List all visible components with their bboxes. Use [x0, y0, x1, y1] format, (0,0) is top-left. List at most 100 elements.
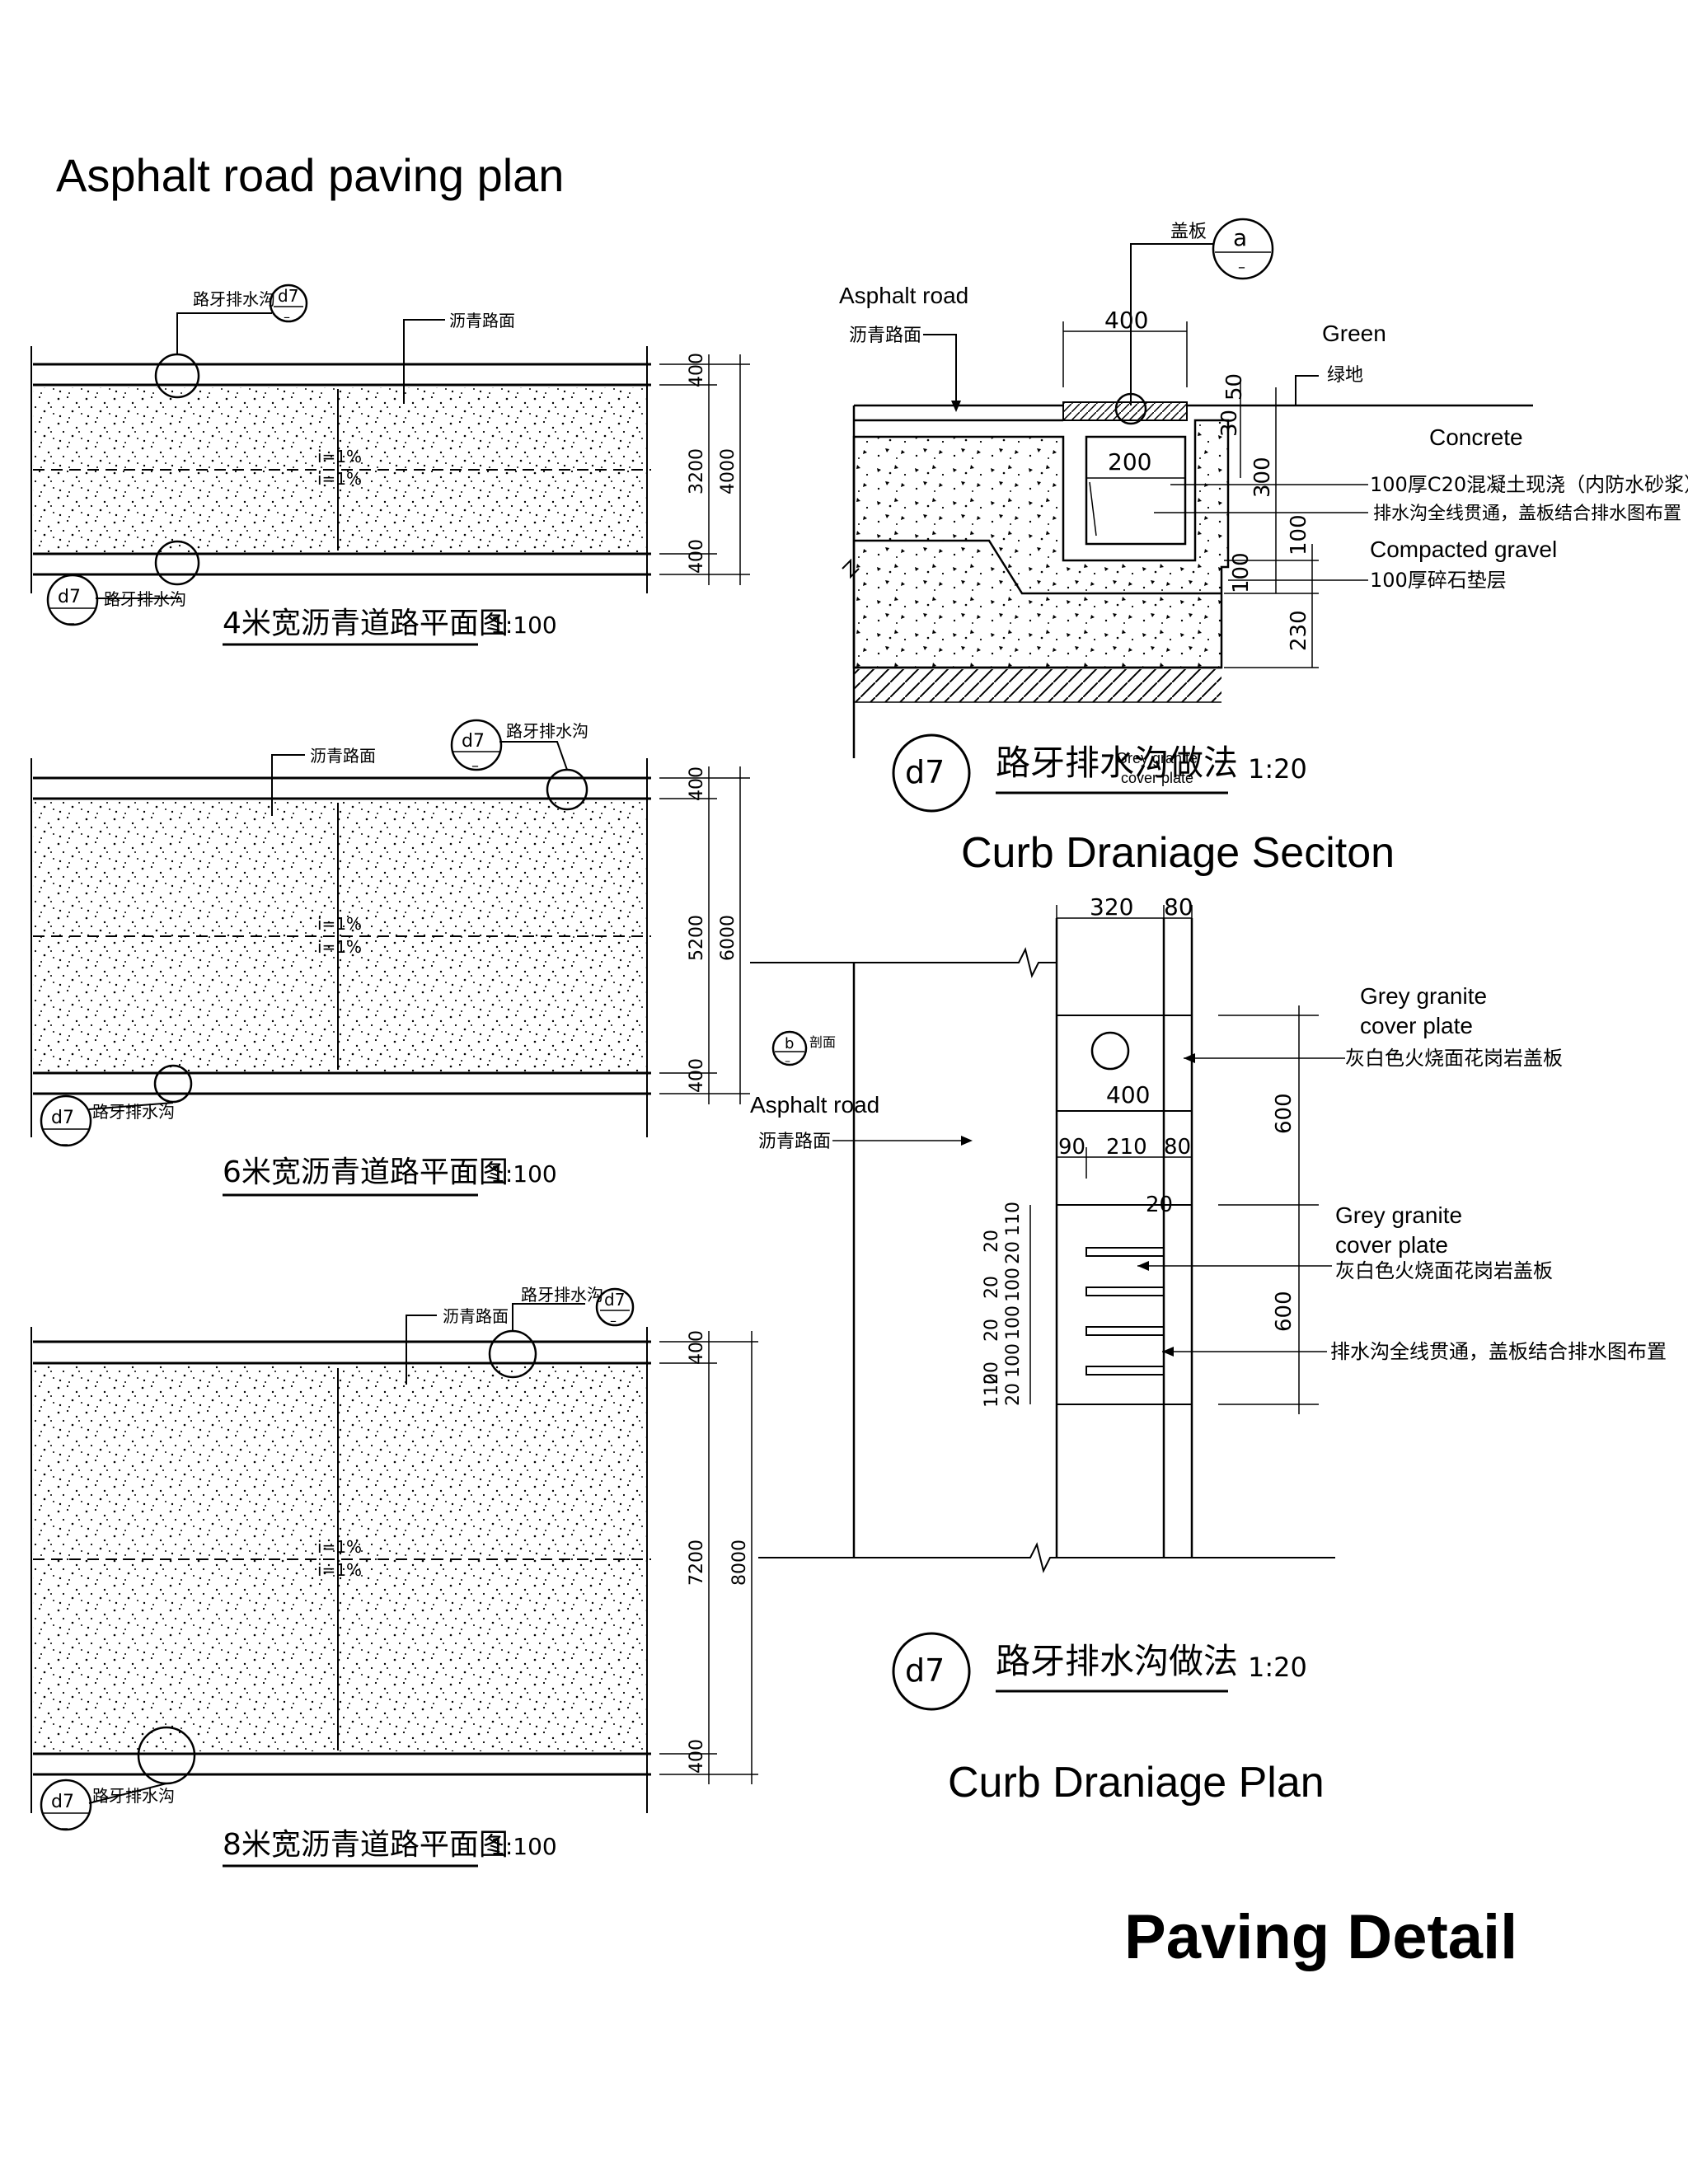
ref-tag: d7	[51, 1108, 74, 1128]
svg-text:320: 320	[1090, 893, 1133, 921]
slope-label: i=1%	[317, 469, 362, 489]
svg-text:110: 110	[982, 1373, 1002, 1408]
plan-scale: 1:100	[490, 1160, 557, 1188]
dimension-chain: 400 3200 400 4000	[659, 353, 750, 585]
green-en: Green	[1322, 321, 1386, 346]
plan-title: 8米宽沥青道路平面图	[223, 1828, 509, 1862]
svg-text:600: 600	[1272, 1291, 1296, 1332]
overlap-text: cover plate	[1121, 770, 1193, 786]
page-title: Asphalt road paving plan	[56, 149, 564, 201]
svg-text:90: 90	[1058, 1135, 1085, 1160]
granite-en: cover plate	[1335, 1232, 1448, 1258]
plan-title: 6米宽沥青道路平面图	[223, 1155, 509, 1189]
curb-cap	[1062, 401, 1188, 421]
slope-label: i=1%	[317, 1560, 362, 1580]
svg-text:–: –	[471, 757, 479, 775]
svg-text:–: –	[785, 1055, 790, 1068]
svg-text:100: 100	[1229, 552, 1254, 593]
slope-label: i=1%	[317, 914, 362, 934]
drain-label: 路牙排水沟	[104, 589, 186, 609]
svg-text:5200: 5200	[687, 915, 707, 961]
granite-en: Grey granite	[1360, 983, 1487, 1009]
gravel-en: Compacted gravel	[1370, 537, 1557, 562]
drain-label: 路牙排水沟	[506, 721, 588, 741]
svg-text:8000: 8000	[729, 1540, 750, 1586]
drain-note: 排水沟全线贯通，盖板结合排水图布置	[1330, 1340, 1667, 1363]
ref-tag: d7	[604, 1290, 625, 1310]
ref-tag: d7	[51, 1792, 74, 1812]
overlap-text: Grey granite	[1116, 750, 1198, 766]
ref-tag: d7	[58, 587, 81, 607]
slope-label: i=1%	[317, 937, 362, 957]
svg-text:7200: 7200	[687, 1540, 707, 1586]
plan-4m: i=1% i=1% 路牙排水沟 d7 – 沥青路面 d7 – 路牙排水沟 4米宽…	[30, 284, 750, 646]
svg-text:3200: 3200	[687, 448, 707, 494]
drain-label: 路牙排水沟	[521, 1285, 603, 1305]
ref-tag: d7	[278, 286, 298, 306]
ref-tag: d7	[905, 1652, 945, 1689]
plan-scale: 1:100	[490, 1833, 557, 1860]
slope-label: i=1%	[317, 1537, 362, 1557]
svg-text:20: 20	[982, 1230, 1002, 1253]
slope-label: i=1%	[317, 447, 362, 466]
drain-label: 路牙排水沟	[92, 1786, 175, 1806]
green-cn: 绿地	[1327, 365, 1363, 386]
curb-drainage-section: a – 盖板 Asphalt road 沥青路面 Green 绿地	[839, 218, 1688, 877]
svg-text:50: 50	[1222, 373, 1247, 401]
svg-text:400: 400	[687, 1330, 707, 1365]
plan-scale: 1:20	[1248, 1652, 1307, 1683]
svg-text:400: 400	[687, 539, 707, 574]
plan-title: 4米宽沥青道路平面图	[223, 607, 509, 640]
drain-slot	[1085, 1286, 1165, 1296]
asphalt-cn: 沥青路面	[758, 1132, 831, 1152]
svg-text:–: –	[1238, 259, 1245, 276]
earth-hatch	[854, 669, 1221, 702]
svg-text:20: 20	[1003, 1241, 1024, 1264]
drain-slot	[1085, 1366, 1165, 1376]
section-title-cn: 路牙排水沟做法	[996, 743, 1238, 783]
svg-text:–: –	[61, 1136, 68, 1153]
svg-text:6000: 6000	[718, 915, 738, 961]
cover-ref: a	[1233, 224, 1247, 251]
plan-6m: i=1% i=1% d7 – 路牙排水沟 沥青路面 d7 – 路牙排水沟 6米宽…	[30, 719, 750, 1197]
svg-text:20: 20	[982, 1361, 1002, 1385]
cover-label: 盖板	[1170, 222, 1207, 242]
svg-text:400: 400	[687, 1058, 707, 1093]
svg-text:100: 100	[1287, 514, 1311, 555]
asphalt-cn: 沥青路面	[849, 326, 921, 346]
svg-text:400: 400	[1104, 307, 1148, 334]
curb-drainage-plan: 320 80 400 90 210 80 20 110 20	[750, 893, 1667, 1807]
plan-title-cn: 路牙排水沟做法	[996, 1641, 1238, 1681]
svg-text:100: 100	[1003, 1305, 1024, 1340]
svg-text:100: 100	[1003, 1343, 1024, 1378]
svg-text:剖面: 剖面	[809, 1034, 836, 1050]
svg-text:20: 20	[982, 1319, 1002, 1342]
dimension-chain: 400 5200 400 6000	[659, 766, 750, 1104]
svg-text:400: 400	[687, 766, 707, 801]
svg-text:4000: 4000	[718, 448, 738, 494]
drain-slot	[1085, 1326, 1165, 1336]
svg-text:210: 210	[1106, 1135, 1147, 1160]
svg-text:230: 230	[1287, 610, 1311, 651]
svg-text:20: 20	[982, 1276, 1002, 1299]
sheet-title: Paving Detail	[1124, 1902, 1517, 1972]
svg-text:–: –	[284, 309, 290, 325]
granite-en: cover plate	[1360, 1013, 1473, 1038]
svg-text:80: 80	[1164, 893, 1193, 921]
svg-text:–: –	[610, 1313, 617, 1329]
gravel-cn: 100厚碎石垫层	[1370, 569, 1507, 592]
svg-text:–: –	[61, 1820, 68, 1837]
svg-text:600: 600	[1272, 1093, 1296, 1134]
surface-label: 沥青路面	[449, 311, 515, 330]
svg-text:200: 200	[1108, 448, 1151, 476]
svg-text:400: 400	[687, 353, 707, 387]
drain-note: 排水沟全线贯通，盖板结合排水图布置	[1373, 504, 1681, 524]
plan-title-en: Curb Draniage Plan	[948, 1759, 1325, 1807]
ref-tag: d7	[462, 731, 485, 752]
granite-cn: 灰白色火烧面花岗岩盖板	[1345, 1047, 1563, 1070]
granite-en: Grey granite	[1335, 1202, 1462, 1228]
drain-label: 路牙排水沟	[193, 289, 275, 309]
surface-label: 沥青路面	[310, 746, 376, 766]
svg-text:80: 80	[1164, 1135, 1191, 1160]
